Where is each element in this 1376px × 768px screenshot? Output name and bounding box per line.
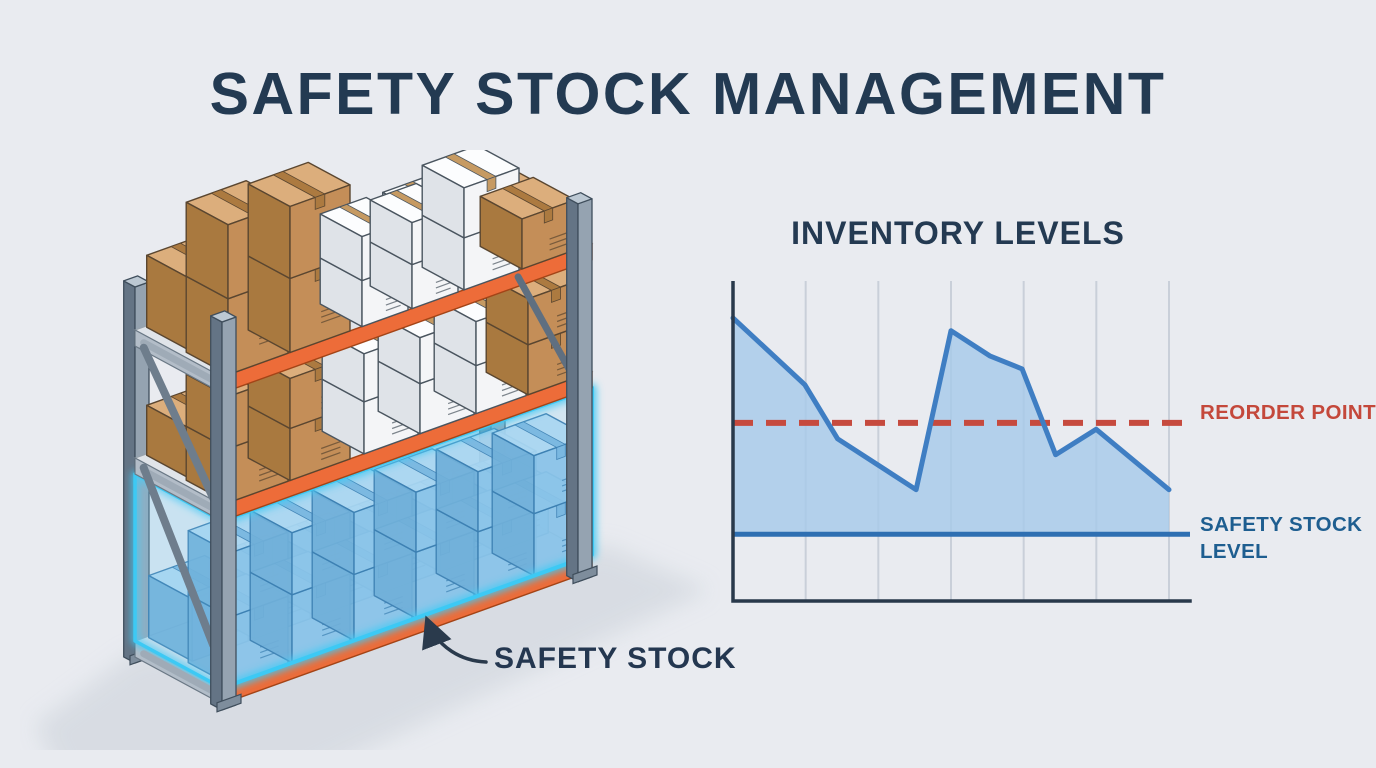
- safety-stock-label: SAFETY STOCK: [494, 642, 737, 675]
- reorder-point-label: REORDER POINT: [1200, 401, 1376, 424]
- inventory-levels-chart: [730, 281, 1192, 603]
- warehouse-rack-illustration: [35, 150, 710, 750]
- safety-stock-level-label: SAFETY STOCK LEVEL: [1200, 513, 1363, 563]
- safety-stock-arrow: [422, 615, 488, 664]
- page-title: SAFETY STOCK MANAGEMENT: [209, 61, 1167, 127]
- chart-title: INVENTORY LEVELS: [791, 215, 1125, 251]
